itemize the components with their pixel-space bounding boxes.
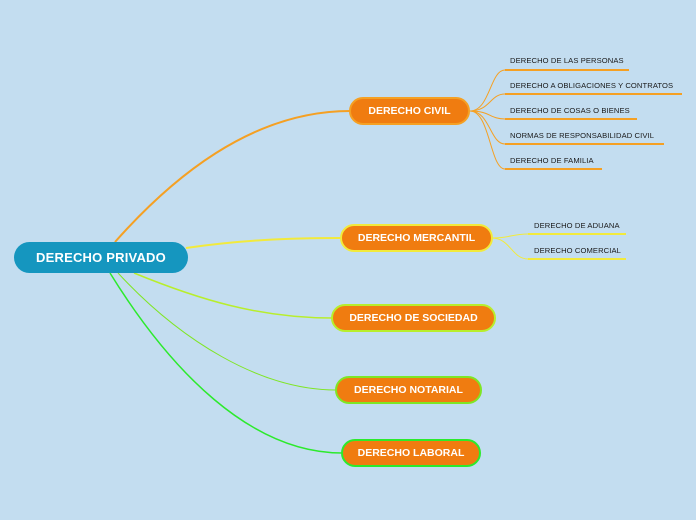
- link-mercantil-leaf-2: [491, 237, 626, 260]
- leaf-derecho-de-las-personas[interactable]: DERECHO DE LAS PERSONAS: [510, 56, 624, 65]
- link-root-mercantil: [185, 237, 342, 249]
- link-civil-leaf-4: [469, 110, 664, 145]
- link-civil-leaf-5: [469, 110, 602, 170]
- leaf-derecho-de-familia[interactable]: DERECHO DE FAMILIA: [510, 156, 594, 165]
- link-root-laboral: [109, 272, 343, 454]
- branch-derecho-de-sociedad[interactable]: DERECHO DE SOCIEDAD: [331, 304, 496, 332]
- leaf-derecho-comercial[interactable]: DERECHO COMERCIAL: [534, 246, 621, 255]
- branch-derecho-laboral[interactable]: DERECHO LABORAL: [341, 439, 481, 467]
- root-node[interactable]: DERECHO PRIVADO: [14, 242, 188, 273]
- link-root-civil: [114, 110, 351, 243]
- link-root-sociedad: [133, 272, 333, 319]
- branch-derecho-mercantil[interactable]: DERECHO MERCANTIL: [340, 224, 493, 252]
- link-civil-leaf-3: [469, 110, 637, 120]
- leaf-derecho-de-cosas-o-bienes[interactable]: DERECHO DE COSAS O BIENES: [510, 106, 630, 115]
- link-root-notarial: [117, 272, 337, 391]
- link-mercantil-leaf-1: [491, 233, 626, 239]
- branch-derecho-civil[interactable]: DERECHO CIVIL: [349, 97, 470, 125]
- leaf-derecho-obligaciones-contratos[interactable]: DERECHO A OBLIGACIONES Y CONTRATOS: [510, 81, 674, 90]
- leaf-normas-responsabilidad-civil[interactable]: NORMAS DE RESPONSABILIDAD CIVIL: [510, 131, 655, 140]
- link-civil-leaf-1: [469, 69, 629, 112]
- leaf-derecho-de-aduana[interactable]: DERECHO DE ADUANA: [534, 221, 620, 230]
- link-civil-leaf-2: [469, 93, 682, 112]
- branch-derecho-notarial[interactable]: DERECHO NOTARIAL: [335, 376, 482, 404]
